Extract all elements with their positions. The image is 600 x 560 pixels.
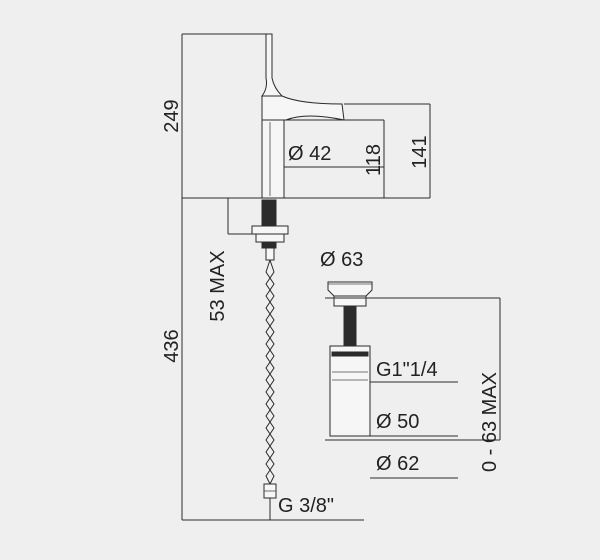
fixing-nut — [251, 225, 289, 235]
faucet-body — [182, 33, 430, 199]
dimension-lines — [181, 33, 501, 521]
label-waste-top-diameter: Ø 63 — [320, 249, 363, 271]
label-tap-height: 141 — [409, 135, 431, 168]
label-max-thickness: 53 MAX — [207, 250, 229, 321]
label-waste-adjust: 0 - 63 MAX — [479, 372, 501, 472]
waste-assembly — [325, 281, 500, 441]
label-waste-diameter-inner: Ø 50 — [376, 411, 419, 433]
label-waste-thread: G1"1/4 — [376, 359, 438, 381]
dimension-labels: 249 Ø 42 118 141 53 MAX 436 Ø 63 G1"1/4 … — [161, 99, 501, 517]
fixing-assembly — [251, 199, 289, 249]
waste-body — [329, 345, 371, 437]
label-overall-height: 249 — [161, 99, 183, 132]
label-spout-diameter: Ø 42 — [288, 143, 331, 165]
label-hose-length: 436 — [161, 329, 183, 362]
label-spout-height: 118 — [363, 144, 385, 176]
faucet-column — [261, 119, 285, 199]
faucet-spout — [261, 95, 345, 121]
label-waste-diameter-outer: Ø 62 — [376, 453, 419, 475]
braided-hose — [256, 247, 298, 521]
waste-stem — [343, 305, 357, 347]
faucet-handle — [261, 33, 284, 97]
label-hose-thread: G 3/8" — [278, 495, 334, 517]
